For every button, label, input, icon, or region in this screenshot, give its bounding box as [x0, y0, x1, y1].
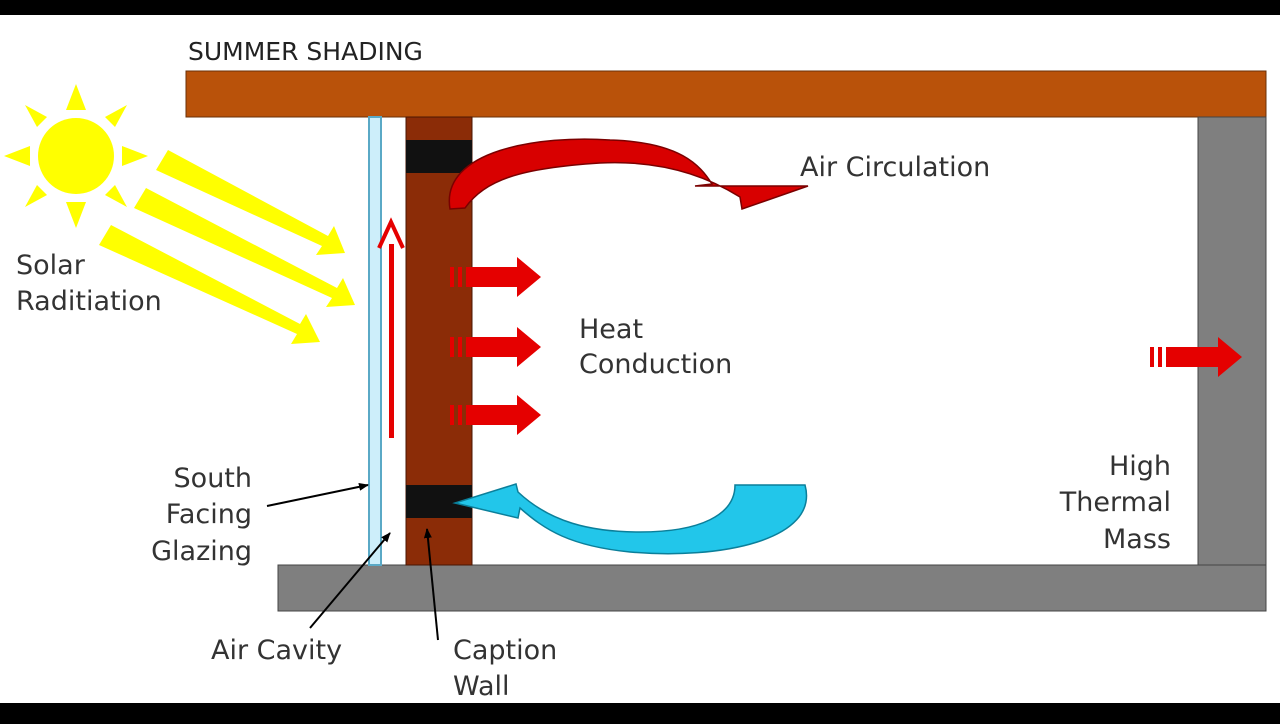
- heat-arrow-thermal-mass: [1150, 337, 1242, 377]
- shading-roof: [185, 70, 1267, 118]
- sun-icon: [4, 84, 148, 228]
- solar-ray-arrows: [99, 150, 355, 344]
- solar-label-line-2: Raditiation: [16, 286, 162, 317]
- caption-wall-label-line-1: Caption: [453, 635, 557, 666]
- heat-arrow-3: [450, 395, 541, 435]
- cavity-updraft-arrow: [377, 217, 405, 438]
- glazing-label-line-2: Facing: [166, 499, 252, 530]
- air-cavity-label: Air Cavity: [211, 635, 342, 666]
- floor-slab: [277, 564, 1267, 612]
- solar-label-line-1: Solar: [16, 250, 86, 281]
- glazing-leader-line: [266, 482, 369, 507]
- thermal-mass-label-line-2: Thermal: [1059, 487, 1171, 518]
- heat-arrow-2: [450, 327, 541, 367]
- title: SUMMER SHADING: [188, 37, 423, 66]
- thermal-mass-label-line-3: Mass: [1103, 524, 1171, 555]
- warm-air-circulation-arrow: [448, 138, 809, 211]
- air-circulation-label: Air Circulation: [800, 152, 990, 183]
- glazing-label-line-1: South: [174, 463, 252, 494]
- cool-air-return-arrow: [452, 483, 808, 555]
- air-cavity-leader-line: [309, 532, 391, 629]
- upper-vent-block: [406, 140, 472, 173]
- heat-conduction-label-line-1: Heat: [579, 314, 643, 345]
- heat-conduction-arrows: [450, 257, 1242, 435]
- caption-wall-label-line-2: Wall: [453, 671, 510, 702]
- heat-arrow-1: [450, 257, 541, 297]
- glazing-label-line-3: Glazing: [151, 536, 252, 567]
- heat-conduction-label-line-2: Conduction: [579, 349, 732, 380]
- caption-wall-leader-line: [423, 528, 439, 641]
- thermal-mass-wall: [1197, 116, 1267, 566]
- thermal-mass-label-line-1: High: [1109, 451, 1171, 482]
- south-facing-glazing: [368, 116, 382, 566]
